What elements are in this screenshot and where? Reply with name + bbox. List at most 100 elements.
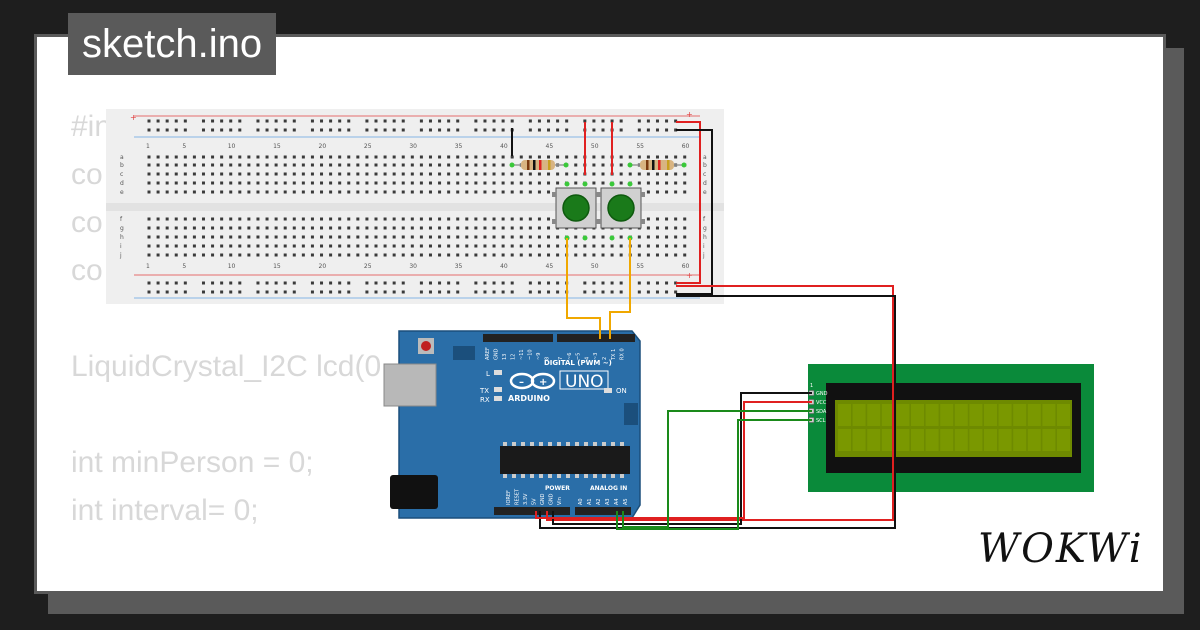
hole xyxy=(501,163,505,167)
pin-label: GND xyxy=(494,348,500,360)
hole xyxy=(238,119,242,123)
hole xyxy=(547,190,551,194)
hole xyxy=(465,226,469,230)
hole xyxy=(265,253,269,257)
hole xyxy=(528,190,532,194)
hole xyxy=(220,253,224,257)
hole xyxy=(292,217,296,221)
row-letter: c xyxy=(120,171,123,178)
hole xyxy=(147,190,151,194)
hole xyxy=(220,190,224,194)
power-label: POWER xyxy=(545,485,570,492)
hole xyxy=(428,281,432,285)
breadboard-wires[interactable] xyxy=(511,121,713,295)
hole xyxy=(447,128,451,132)
hole xyxy=(356,163,360,167)
led-label-l: L xyxy=(486,370,490,378)
wire-lcd-vcc[interactable] xyxy=(535,401,812,519)
reset-button[interactable] xyxy=(421,341,431,351)
wire-orange-button1[interactable] xyxy=(566,238,601,339)
hole xyxy=(329,190,333,194)
hole xyxy=(356,244,360,248)
lcd-cell xyxy=(984,429,997,451)
hole xyxy=(347,181,351,185)
hole xyxy=(528,226,532,230)
hole xyxy=(438,119,442,123)
pin-label: 13 xyxy=(502,354,508,360)
plus-mark: + xyxy=(130,113,137,122)
hole xyxy=(601,253,605,257)
hole xyxy=(674,226,678,230)
hole xyxy=(174,128,178,132)
hole xyxy=(510,244,514,248)
pushbutton-right[interactable] xyxy=(597,181,645,241)
wire-lcd-scl[interactable] xyxy=(616,419,812,530)
lcd-cell xyxy=(940,429,954,451)
hole xyxy=(410,181,414,185)
hole xyxy=(592,181,596,185)
hole xyxy=(220,226,224,230)
hole xyxy=(683,217,687,221)
hole xyxy=(619,128,623,132)
hole xyxy=(547,181,551,185)
hole xyxy=(537,244,541,248)
hole xyxy=(492,253,496,257)
row-letter: i xyxy=(703,243,705,250)
hole xyxy=(438,281,442,285)
hole xyxy=(619,155,623,159)
hole xyxy=(519,226,523,230)
wire-lcd-sda[interactable] xyxy=(622,410,812,528)
column-number: 60 xyxy=(682,263,690,270)
wire-black-rail[interactable] xyxy=(676,129,713,295)
wire-black-gnd[interactable] xyxy=(539,295,896,529)
hole xyxy=(410,190,414,194)
lcd-cell xyxy=(911,429,924,451)
hole xyxy=(456,119,460,123)
hole xyxy=(574,181,578,185)
row-letter: g xyxy=(120,225,124,232)
pushbutton-left[interactable] xyxy=(552,181,600,241)
button-cap[interactable] xyxy=(607,194,635,222)
hole xyxy=(519,172,523,176)
hole xyxy=(501,119,505,123)
pin-label: 4 xyxy=(584,357,590,360)
hole xyxy=(483,281,487,285)
hole xyxy=(283,163,287,167)
hole xyxy=(601,119,605,123)
resistor-right[interactable] xyxy=(627,160,687,170)
hole xyxy=(465,155,469,159)
hole xyxy=(374,181,378,185)
hole xyxy=(211,172,215,176)
hole xyxy=(211,155,215,159)
hole xyxy=(492,235,496,239)
hole xyxy=(238,253,242,257)
hole xyxy=(347,172,351,176)
hole xyxy=(292,163,296,167)
hole xyxy=(301,226,305,230)
button-cap[interactable] xyxy=(562,194,590,222)
resistor-left[interactable] xyxy=(509,160,569,170)
chip-pin xyxy=(575,474,579,478)
hole xyxy=(301,163,305,167)
hole xyxy=(592,253,596,257)
hole xyxy=(256,253,260,257)
wire-red-rail[interactable] xyxy=(676,121,701,284)
hole xyxy=(329,281,333,285)
hole xyxy=(474,290,478,294)
circuit-wires[interactable] xyxy=(535,238,896,530)
hole xyxy=(347,281,351,285)
wire-lcd-gnd[interactable] xyxy=(552,392,812,525)
hole xyxy=(410,172,414,176)
wire-orange-button2[interactable] xyxy=(609,238,631,339)
hole xyxy=(283,155,287,159)
hole xyxy=(229,163,233,167)
hole xyxy=(646,155,650,159)
lcd-cell xyxy=(881,404,895,426)
hole xyxy=(329,226,333,230)
hole xyxy=(565,155,569,159)
hole xyxy=(665,217,669,221)
column-number: 10 xyxy=(228,263,236,270)
